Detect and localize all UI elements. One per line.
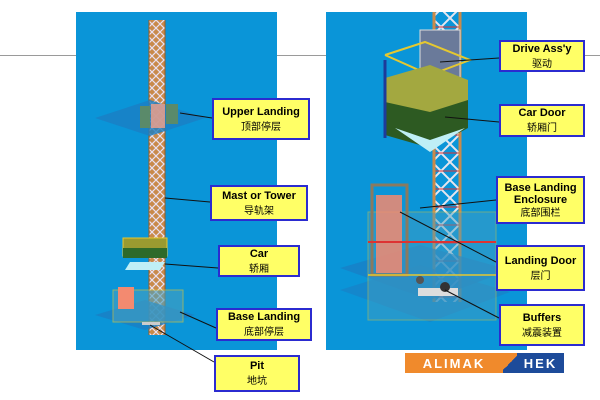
label-zh: 顶部停层 [241,121,281,133]
label-base-landing: Base Landing 底部停层 [216,308,312,341]
label-en: Car Door [518,107,566,119]
mast-tower [148,20,166,335]
label-en: Base Landing [227,311,301,323]
alimak-hek-logo: ALIMAK HEK [405,353,564,373]
label-zh: 轿厢 [249,263,269,275]
label-buffers: Buffers 减震装置 [499,304,585,346]
car [122,237,168,270]
label-en: Upper Landing [222,105,300,118]
label-zh: 驱动 [532,58,552,70]
label-mast-tower: Mast or Tower 导轨架 [210,185,308,221]
label-car-door: Car Door 轿厢门 [499,104,585,137]
label-zh: 轿厢门 [527,123,557,134]
label-zh: 层门 [530,270,551,282]
label-zh: 底部围栏 [520,207,561,219]
logo-bolt-icon [503,353,517,373]
logo-left-text: ALIMAK [405,353,503,373]
label-en: Mast or Tower [222,189,296,202]
label-en: Drive Ass'y [512,42,572,55]
label-pit: Pit 地坑 [214,355,300,392]
label-upper-landing: Upper Landing 顶部停层 [212,98,310,140]
label-zh: 导轨架 [244,205,274,217]
logo-right-text: HEK [517,353,564,373]
label-zh: 减震装置 [522,327,562,339]
label-en: Buffers [522,311,562,324]
label-en: Landing Door [504,254,577,267]
label-landing-door: Landing Door 层门 [496,245,585,291]
label-base-landing-enclosure: Base Landing Enclosure 底部围栏 [496,176,585,224]
base-landing [95,287,195,330]
upper-landing [95,100,205,136]
leader-lines [149,57,500,363]
label-en: Pit [249,360,265,372]
label-zh: 地坑 [247,376,267,387]
buffers [416,276,458,296]
label-car: Car 轿厢 [218,245,300,277]
label-zh: 底部停层 [244,327,284,338]
label-en: Car [249,247,269,260]
base-enclosure [340,183,510,322]
label-drive-assembly: Drive Ass'y 驱动 [499,40,585,72]
car-cabin [383,60,468,152]
label-en: Base Landing Enclosure [504,181,577,206]
header-divider [0,55,600,56]
